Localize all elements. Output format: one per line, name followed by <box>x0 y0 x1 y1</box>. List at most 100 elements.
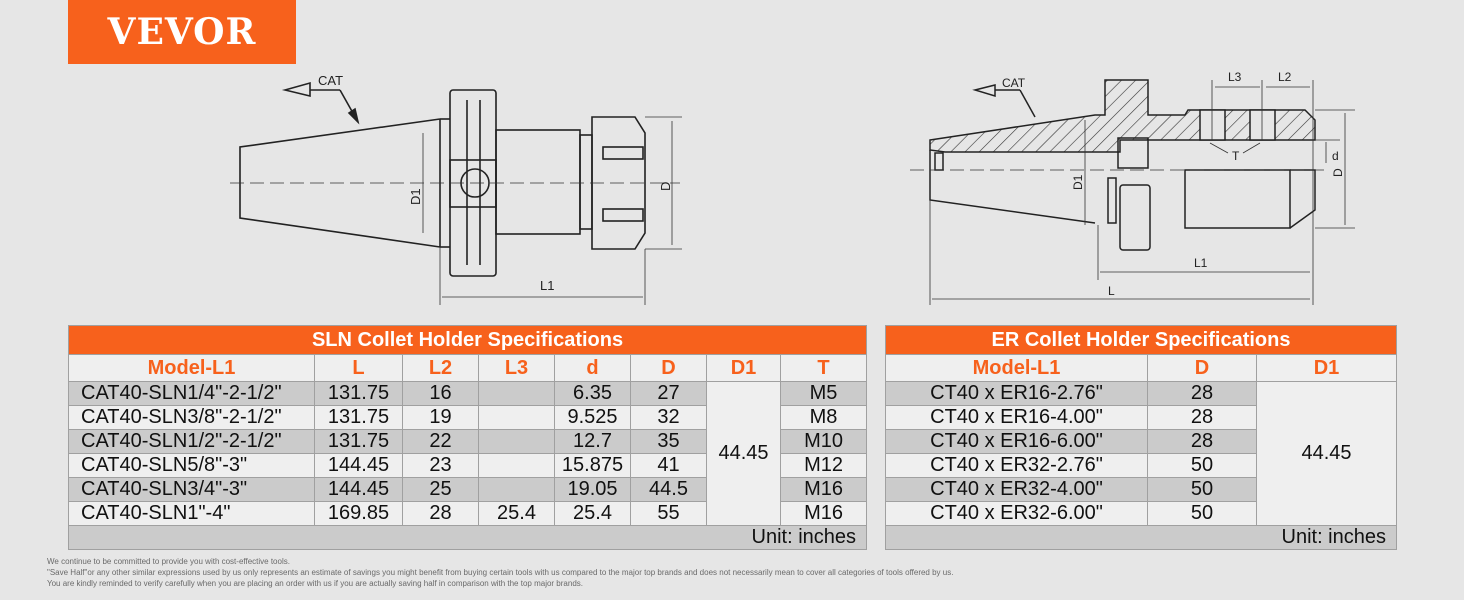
cell-D: 44.5 <box>630 477 707 502</box>
cell-model: CAT40-SLN1"-4" <box>68 501 315 526</box>
cell-D: 55 <box>630 501 707 526</box>
cell-model: CT40 x ER16-4.00" <box>885 405 1148 430</box>
sln-label-cat: CAT <box>318 73 343 88</box>
er-label-t: T <box>1232 149 1240 163</box>
cell-model: CAT40-SLN5/8"-3" <box>68 453 315 478</box>
sln-label-d: D <box>658 182 673 191</box>
logo-text: VEVOR <box>107 11 257 53</box>
er-label-l2: L2 <box>1278 70 1292 84</box>
sln-label-l1: L1 <box>540 278 554 293</box>
sln-unit-note: Unit: inches <box>67 525 868 550</box>
cell-l2: 19 <box>402 405 479 430</box>
sln-table-title: SLN Collet Holder Specifications <box>67 325 868 355</box>
cell-t: M12 <box>779 453 868 478</box>
cell-l3 <box>478 477 555 502</box>
cell-D: 50 <box>1147 501 1257 526</box>
cell-D: 28 <box>1147 405 1257 430</box>
cell-d: 25.4 <box>554 501 631 526</box>
cell-l2: 28 <box>402 501 479 526</box>
cell-model: CAT40-SLN3/8"-2-1/2" <box>68 405 315 430</box>
col-header-l2: L2 <box>402 354 479 382</box>
table-row: CT40 x ER32-6.00" 50 <box>885 501 1397 526</box>
er-label-l3: L3 <box>1228 70 1242 84</box>
er-table-title: ER Collet Holder Specifications <box>885 325 1397 355</box>
cell-d: 15.875 <box>554 453 631 478</box>
col-header-model: Model-L1 <box>68 354 315 382</box>
er-holder-drawing: CAT L3 L2 T d D D1 L1 L <box>910 70 1355 305</box>
table-row: CT40 x ER16-2.76" 28 44.45 <box>885 381 1397 526</box>
cell-D: 28 <box>1147 429 1257 454</box>
cell-d1-merged: 44.45 <box>706 381 781 526</box>
cell-D: 50 <box>1147 477 1257 502</box>
cell-l3 <box>478 405 555 430</box>
cell-l: 144.45 <box>314 453 403 478</box>
cell-l3 <box>478 381 555 406</box>
cell-t: M10 <box>779 429 868 454</box>
vevor-logo: VEVOR <box>68 0 296 64</box>
er-label-d-small: d <box>1332 149 1339 163</box>
cell-D: 41 <box>630 453 707 478</box>
cell-l3: 25.4 <box>478 501 555 526</box>
col-header-d1: D1 <box>1256 354 1397 382</box>
disclaimer-line: You are kindly reminded to verify carefu… <box>47 579 583 588</box>
cell-l: 131.75 <box>314 381 403 406</box>
table-row: CAT40-SLN3/4"-3" 144.45 25 19.05 44.5 M1… <box>68 477 868 502</box>
cell-model: CT40 x ER32-6.00" <box>885 501 1148 526</box>
sln-spec-table: SLN Collet Holder Specifications Model-L… <box>67 325 868 550</box>
cell-d1-merged: 44.45 <box>1256 381 1397 526</box>
cell-D: 27 <box>630 381 707 406</box>
disclaimer-line: "Save Half"or any other similar expressi… <box>47 568 954 577</box>
cell-l3 <box>478 453 555 478</box>
cell-l2: 25 <box>402 477 479 502</box>
cell-l2: 22 <box>402 429 479 454</box>
cell-l2: 23 <box>402 453 479 478</box>
sln-holder-drawing: CAT D1 D L1 <box>230 73 682 305</box>
table-row: CAT40-SLN3/8"-2-1/2" 131.75 19 9.525 32 … <box>68 405 868 430</box>
cell-l: 131.75 <box>314 405 403 430</box>
cell-l: 131.75 <box>314 429 403 454</box>
cell-D: 35 <box>630 429 707 454</box>
col-header-model: Model-L1 <box>885 354 1148 382</box>
col-header-d1: D1 <box>706 354 781 382</box>
cell-model: CAT40-SLN1/4"-2-1/2" <box>68 381 315 406</box>
cell-l: 144.45 <box>314 477 403 502</box>
er-label-d: D <box>1331 168 1345 177</box>
sln-label-d1: D1 <box>408 188 423 205</box>
table-row: CAT40-SLN1/4"-2-1/2" 131.75 16 6.35 27 4… <box>68 381 868 526</box>
col-header-l3: L3 <box>478 354 555 382</box>
table-row: CT40 x ER32-4.00" 50 <box>885 477 1397 502</box>
cell-l2: 16 <box>402 381 479 406</box>
cell-t: M8 <box>779 405 868 430</box>
cell-d: 19.05 <box>554 477 631 502</box>
col-header-D: D <box>630 354 707 382</box>
cell-model: CT40 x ER16-2.76" <box>885 381 1148 406</box>
cell-model: CAT40-SLN3/4"-3" <box>68 477 315 502</box>
er-label-l: L <box>1108 284 1115 298</box>
cell-t: M16 <box>779 501 868 526</box>
table-row: CT40 x ER16-4.00" 28 <box>885 405 1397 430</box>
cell-d: 9.525 <box>554 405 631 430</box>
er-spec-table: ER Collet Holder Specifications Model-L1… <box>885 325 1397 550</box>
disclaimer-line: We continue to be committed to provide y… <box>47 557 290 566</box>
er-label-l1: L1 <box>1194 256 1208 270</box>
col-header-D: D <box>1147 354 1257 382</box>
cell-D: 28 <box>1147 381 1257 406</box>
cell-model: CT40 x ER32-4.00" <box>885 477 1148 502</box>
col-header-d: d <box>554 354 631 382</box>
cell-d: 12.7 <box>554 429 631 454</box>
cell-model: CAT40-SLN1/2"-2-1/2" <box>68 429 315 454</box>
table-row: CAT40-SLN5/8"-3" 144.45 23 15.875 41 M12 <box>68 453 868 478</box>
er-unit-note: Unit: inches <box>885 525 1397 550</box>
col-header-l: L <box>314 354 403 382</box>
cell-D: 32 <box>630 405 707 430</box>
cell-model: CT40 x ER16-6.00" <box>885 429 1148 454</box>
disclaimer: We continue to be committed to provide y… <box>47 556 953 589</box>
cell-d: 6.35 <box>554 381 631 406</box>
cell-l3 <box>478 429 555 454</box>
er-label-cat: CAT <box>1002 76 1026 90</box>
cell-model: CT40 x ER32-2.76" <box>885 453 1148 478</box>
cell-t: M16 <box>779 477 868 502</box>
cell-t: M5 <box>779 381 868 406</box>
er-label-d1: D1 <box>1071 174 1085 190</box>
cell-D: 50 <box>1147 453 1257 478</box>
